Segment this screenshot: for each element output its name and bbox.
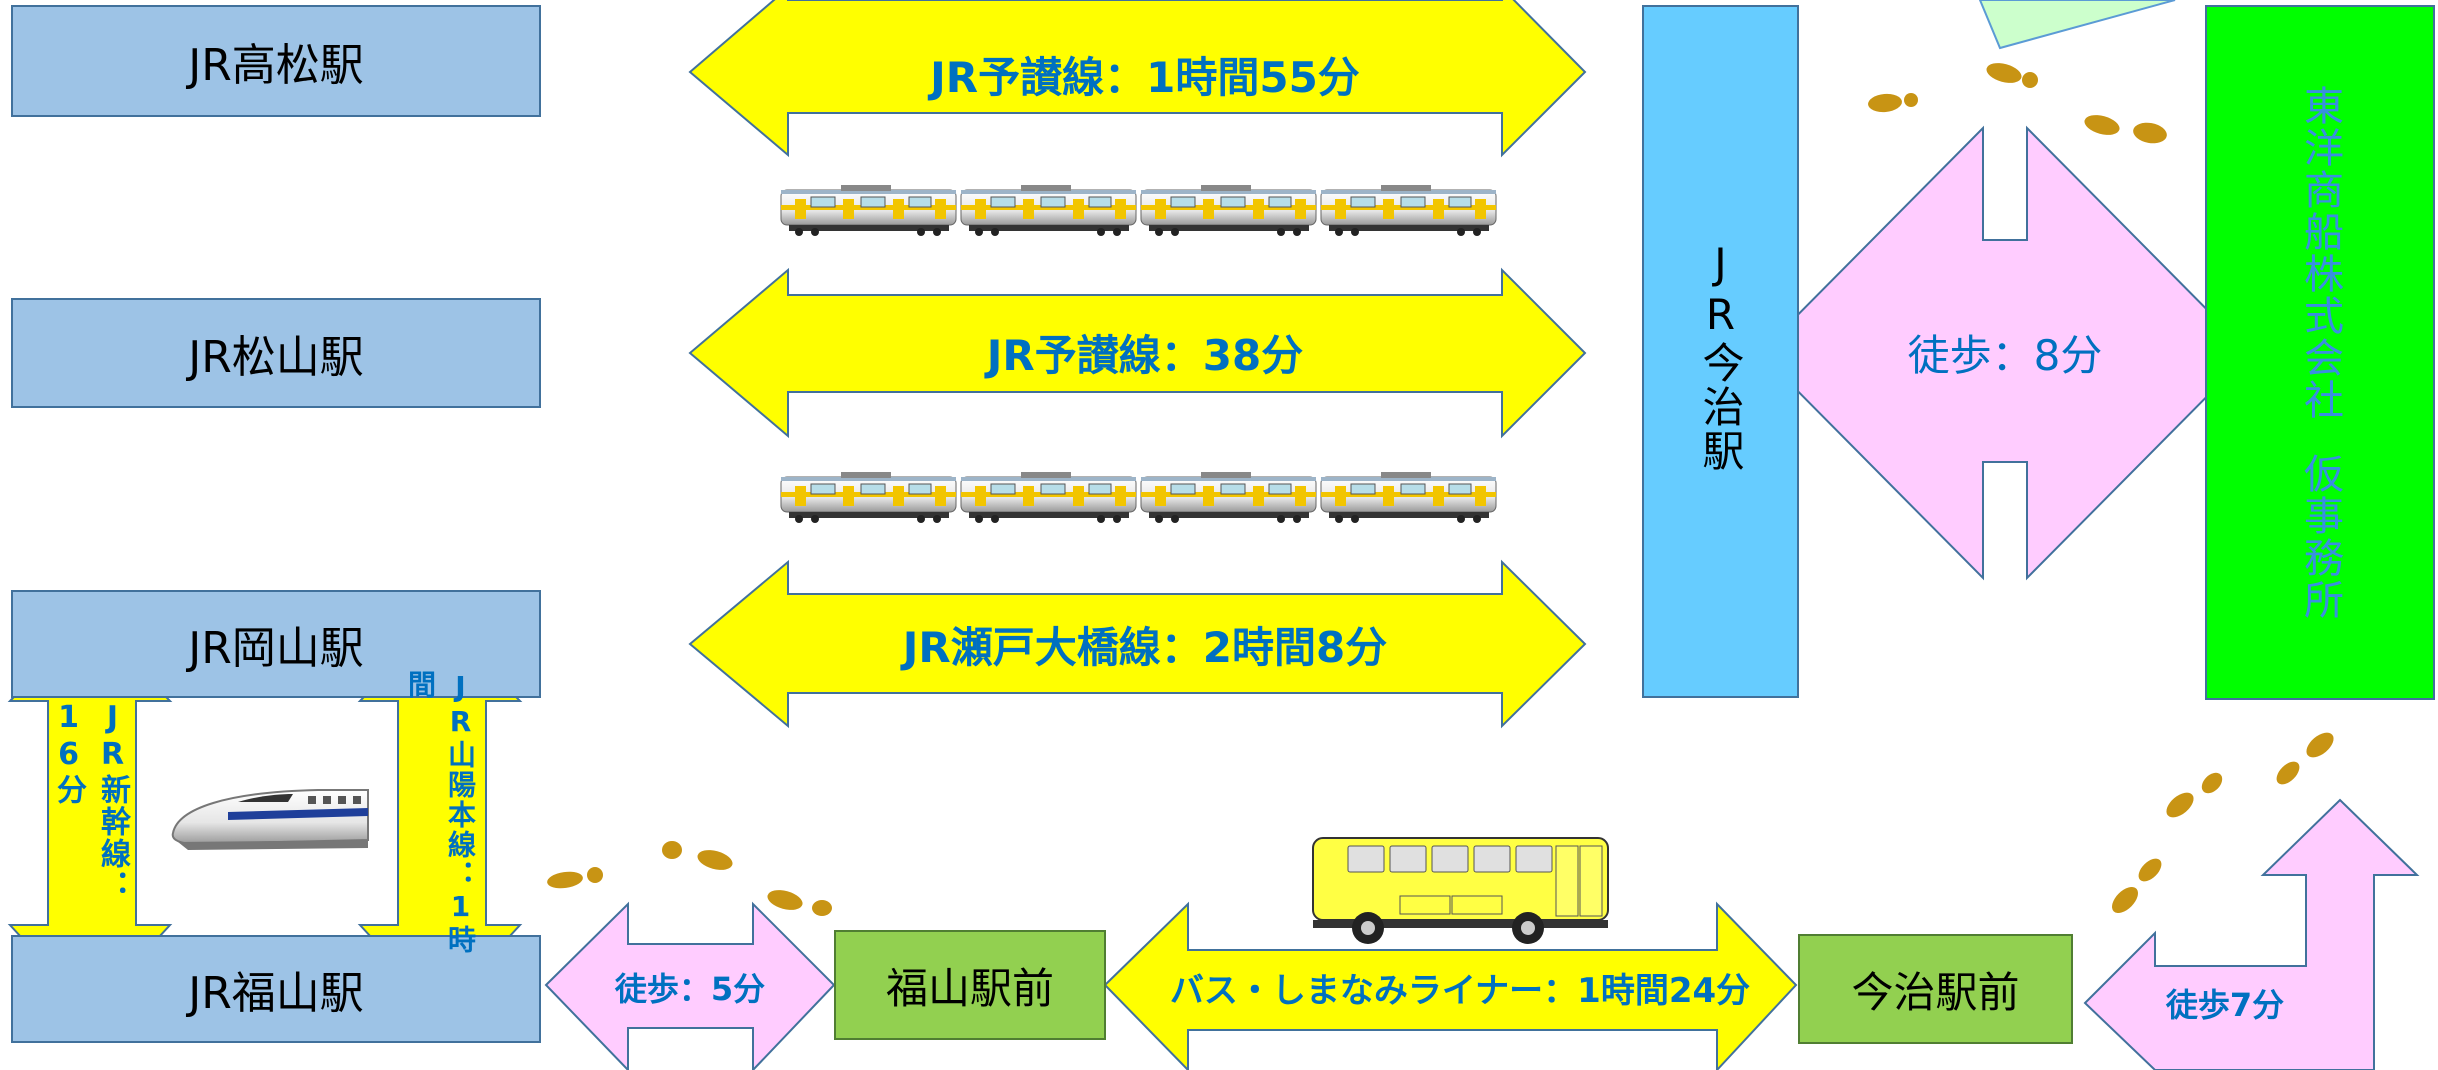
office-sub: 仮事務所	[2297, 452, 2343, 621]
station-imabari: JR今治駅	[1642, 5, 1799, 698]
bus-icon	[1312, 837, 1609, 944]
route-label-walk-imabari: 徒歩：8分	[1790, 322, 2220, 382]
route-label: 徒歩7分	[2165, 985, 2285, 1024]
route-label: 徒歩：5分	[614, 970, 766, 1008]
arrow-yosan-matsuyama	[688, 267, 1587, 439]
route-label-walk-fukuyama: 徒歩：5分	[600, 962, 780, 1012]
arrow-bus	[1103, 901, 1798, 1070]
route-label-shinkansen: JR新幹線：16分	[51, 700, 130, 925]
route-label: JR予讃線：38分	[986, 330, 1304, 380]
station-okayama: JR岡山駅	[11, 590, 541, 698]
office-name: 東洋商船株式会社	[2297, 84, 2343, 421]
busstop-label: 今治駅前	[1851, 967, 2020, 1017]
station-label: JR今治駅	[1696, 239, 1745, 473]
train-icon	[780, 184, 1497, 237]
train-icon	[780, 471, 1497, 524]
route-label-seto-ohashi: JR瀬戸大橋線：2時間8分	[790, 614, 1500, 674]
route-label-walk-office: 徒歩7分	[2150, 975, 2300, 1030]
station-takamatsu: JR高松駅	[11, 5, 541, 117]
footprints-icon	[547, 841, 832, 916]
route-label: JR山陽本線：1時間	[404, 670, 477, 955]
station-label: JR福山駅	[188, 968, 364, 1019]
arrow-seto-ohashi	[688, 559, 1587, 729]
station-label: JR高松駅	[188, 40, 364, 91]
route-label: JR新幹線：16分	[51, 700, 130, 902]
station-matsuyama: JR松山駅	[11, 298, 541, 408]
station-label: JR松山駅	[188, 332, 364, 383]
route-label: バス・しまなみライナー：1時間24分	[1169, 970, 1751, 1011]
busstop-imabari-ekimae: 今治駅前	[1798, 934, 2073, 1044]
station-fukuyama: JR福山駅	[11, 935, 541, 1043]
busstop-label: 福山駅前	[885, 963, 1054, 1013]
destination-office: 東洋商船株式会社仮事務所	[2205, 5, 2435, 700]
route-label: JR瀬戸大橋線：2時間8分	[902, 622, 1388, 672]
route-label-yosan-takamatsu: JR予讃線：1時間55分	[790, 44, 1500, 104]
decorative-shape	[1978, 0, 2176, 50]
station-label: JR岡山駅	[188, 623, 364, 674]
route-label: JR予讃線：1時間55分	[930, 52, 1360, 102]
route-label-yosan-matsuyama: JR予讃線：38分	[790, 322, 1500, 382]
arrow-walk-office	[2083, 798, 2420, 1070]
route-label: 徒歩：8分	[1907, 330, 2103, 380]
footprints-icon	[1868, 63, 2167, 144]
route-label-sanyo: JR山陽本線：1時間	[404, 670, 477, 960]
shinkansen-icon	[171, 789, 369, 850]
busstop-fukuyama-ekimae: 福山駅前	[834, 930, 1106, 1040]
arrow-yosan-takamatsu	[688, 0, 1587, 158]
footprints-icon	[2112, 732, 2334, 913]
route-label-bus: バス・しまなみライナー：1時間24分	[1140, 962, 1780, 1012]
